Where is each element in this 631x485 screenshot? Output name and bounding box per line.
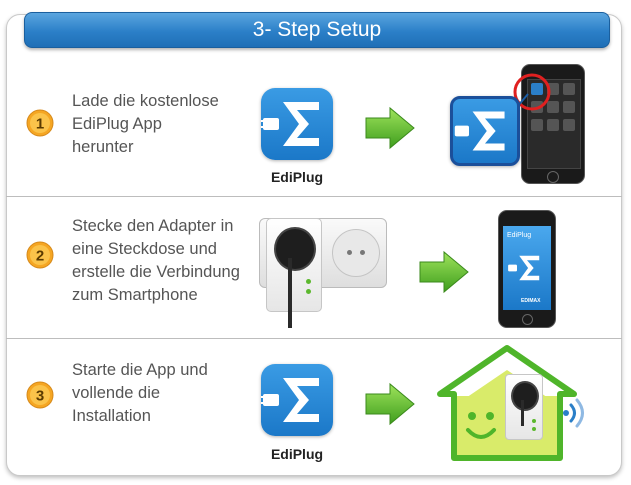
smartphone-icon: EdiPlug EDIMAX	[498, 210, 556, 328]
wifi-signal-icon	[563, 398, 584, 428]
smart-plug-icon	[266, 218, 322, 312]
step-1-number: 1	[36, 116, 44, 133]
ediplug-app-icon	[261, 88, 333, 160]
step-1-line: EdiPlug App	[72, 115, 162, 133]
green-arrow-icon	[419, 250, 469, 294]
smart-plug-icon	[505, 374, 543, 440]
step-2-line: Stecke den Adapter in	[72, 217, 234, 235]
plug-cable	[521, 400, 524, 426]
step-2-text: Stecke den Adapter in eine Steckdose und…	[72, 215, 262, 307]
step-1-badge: 1	[26, 109, 54, 137]
step-3-line: vollende die	[72, 384, 161, 402]
page-title: 3- Step Setup	[24, 12, 610, 48]
app-label: EdiPlug	[270, 169, 324, 185]
step-2-badge: 2	[26, 241, 54, 269]
highlight-circle-icon	[513, 73, 551, 111]
ediplug-app-icon	[261, 364, 333, 436]
step-2-line: zum Smartphone	[72, 286, 198, 304]
step-3-text: Starte die App und vollende die Installa…	[72, 359, 272, 428]
phone-brand: EDIMAX	[521, 298, 541, 304]
phone-screen-title: EdiPlug	[507, 232, 532, 239]
divider	[6, 196, 622, 197]
step-3-number: 3	[36, 388, 44, 405]
step-3-badge: 3	[26, 381, 54, 409]
step-1-text: Lade die kostenlose EdiPlug App herunter	[72, 90, 272, 159]
step-3-line: Installation	[72, 407, 151, 425]
step-2-number: 2	[36, 248, 44, 265]
divider	[6, 338, 622, 339]
green-arrow-icon	[365, 382, 415, 426]
plug-cable	[288, 258, 292, 328]
step-2-line: erstelle die Verbindung	[72, 263, 240, 281]
step-2-line: eine Steckdose und	[72, 240, 217, 258]
ediplug-app-icon-zoomed	[450, 96, 520, 166]
step-1-line: Lade die kostenlose	[72, 92, 219, 110]
step-3-line: Starte die App und	[72, 361, 208, 379]
step-1-line: herunter	[72, 138, 134, 156]
app-label: EdiPlug	[270, 446, 324, 462]
green-arrow-icon	[365, 106, 415, 150]
